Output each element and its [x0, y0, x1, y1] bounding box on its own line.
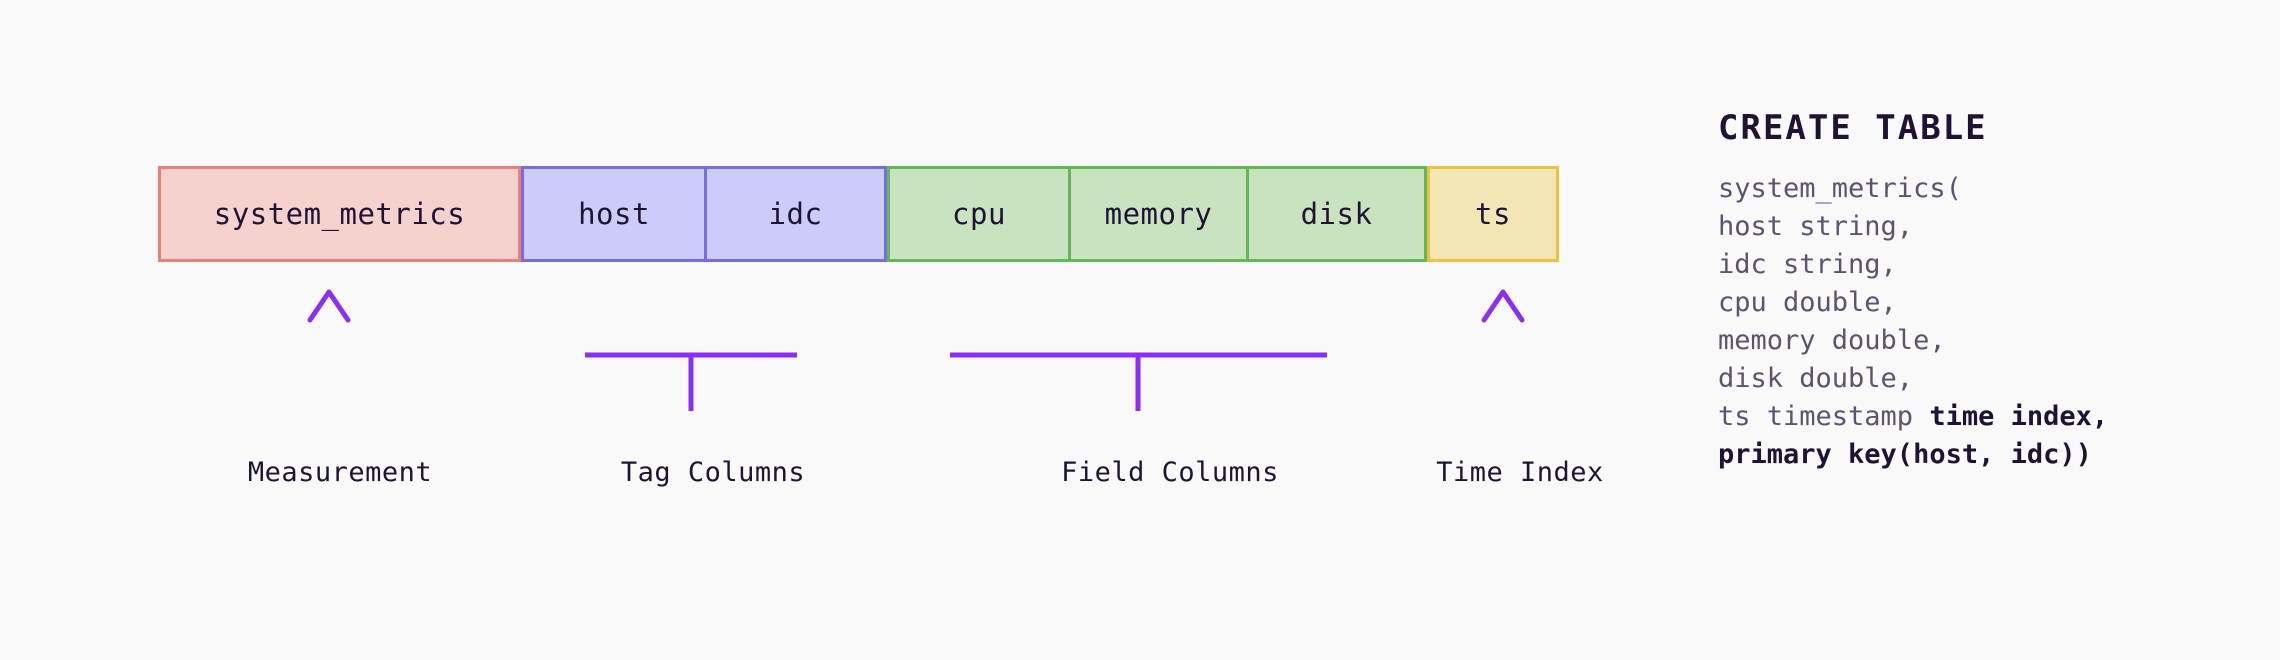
caption-time-index: Time Index — [1436, 457, 1604, 488]
ddl-line: system_metrics( — [1718, 170, 2108, 208]
measurement-group: system_metrics — [158, 166, 521, 262]
ddl-block: CREATE TABLE system_metrics(host string,… — [1718, 108, 2108, 474]
field-columns-group: cpu memory disk — [887, 166, 1427, 262]
ddl-line: host string, — [1718, 208, 2108, 246]
ddl-line: idc string, — [1718, 246, 2108, 284]
ddl-line-text: cpu double, — [1718, 287, 1897, 318]
ddl-line-text: system_metrics( — [1718, 173, 1962, 204]
measurement-cell-system-metrics: system_metrics — [213, 197, 466, 231]
ddl-line-keyword: time index, — [1929, 401, 2109, 432]
ddl-line: cpu double, — [1718, 284, 2108, 322]
measurement-arrow-icon — [307, 289, 351, 400]
time-index-group: ts — [1427, 166, 1559, 262]
caption-field-columns: Field Columns — [1061, 457, 1279, 488]
tag-cell-idc: idc — [704, 169, 884, 259]
tag-columns-bracket-icon — [584, 298, 798, 411]
time-index-arrow-icon — [1481, 289, 1525, 400]
schema-strip: system_metrics host idc cpu memory disk … — [158, 166, 1559, 262]
ddl-title: CREATE TABLE — [1718, 108, 1988, 148]
field-cell-cpu: cpu — [952, 197, 1006, 231]
field-cell-memory: memory — [1068, 169, 1246, 259]
ddl-line: memory double, — [1718, 322, 2108, 360]
ddl-body: system_metrics(host string, idc string, cp… — [1718, 170, 2108, 474]
ddl-line-text: memory double, — [1718, 325, 1946, 356]
ddl-line: disk double, — [1718, 360, 2108, 398]
ddl-line-text: idc string, — [1718, 249, 1897, 280]
time-index-cell-ts: ts — [1475, 197, 1511, 231]
ddl-line-keyword: primary key(host, idc)) — [1718, 439, 2092, 470]
caption-tag-columns: Tag Columns — [620, 457, 806, 488]
caption-measurement: Measurement — [247, 457, 433, 488]
ddl-line: ts timestamp time index, — [1718, 398, 2108, 436]
tag-columns-group: host idc — [521, 166, 887, 262]
ddl-line-text: host string, — [1718, 211, 1914, 242]
ddl-line-text: disk double, — [1718, 363, 1914, 394]
field-cell-disk: disk — [1246, 169, 1424, 259]
ddl-line: primary key(host, idc)) — [1718, 436, 2108, 474]
tag-cell-host: host — [578, 197, 650, 231]
field-columns-bracket-icon — [949, 298, 1328, 411]
ddl-line-text: ts timestamp — [1718, 401, 1930, 432]
